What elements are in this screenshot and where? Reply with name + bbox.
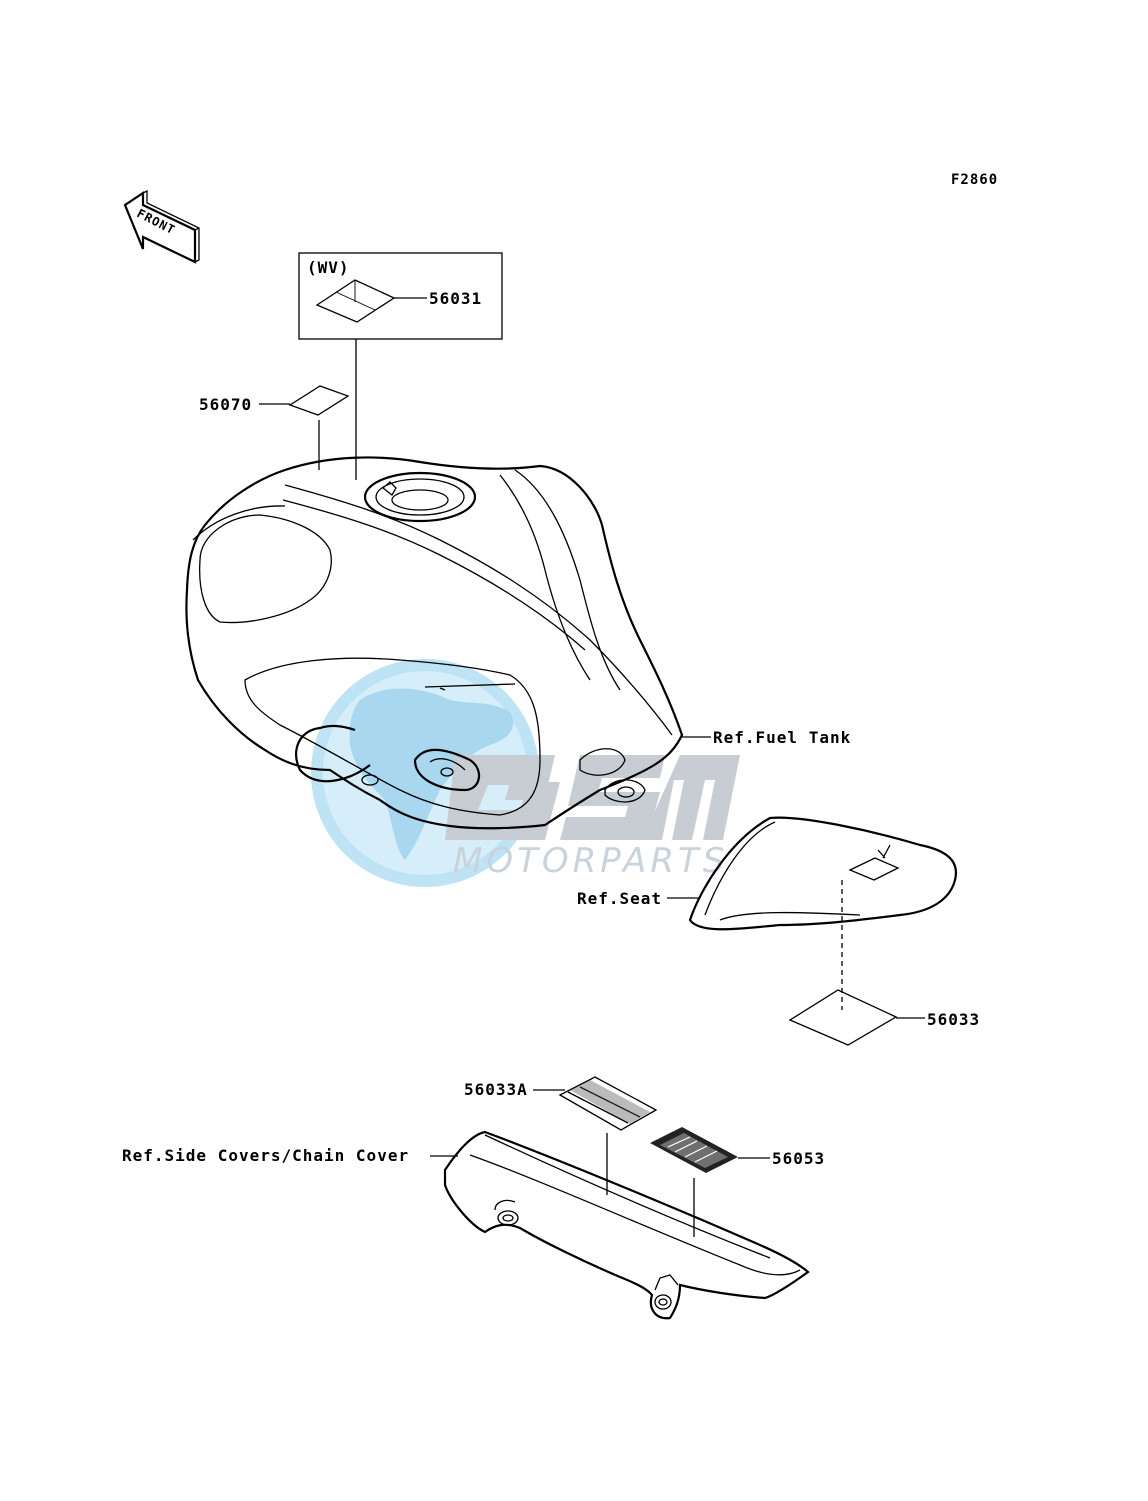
ref-seat: Ref.Seat xyxy=(577,889,662,908)
front-arrow-icon: FRONT xyxy=(123,189,200,264)
wv-box: (WV) 56031 xyxy=(298,252,503,340)
part-56070: 56070 xyxy=(199,395,252,414)
part-56031: 56031 xyxy=(429,289,482,308)
part-56053: 56053 xyxy=(772,1149,825,1168)
watermark-text: MOTORPARTS xyxy=(453,841,728,881)
fuel-tank xyxy=(185,456,711,830)
watermark-continents xyxy=(349,688,514,860)
figure-code: F2860 xyxy=(951,172,998,188)
label-56033A: 56033A xyxy=(464,1076,658,1195)
label-56053: 56053 xyxy=(650,1127,825,1237)
watermark: MOTORPARTS xyxy=(311,659,740,887)
part-56033A: 56033A xyxy=(464,1080,528,1099)
watermark-logo-letters xyxy=(445,755,740,840)
label-56070: 56070 xyxy=(199,385,350,470)
chain-cover xyxy=(430,1130,810,1320)
ref-side-covers: Ref.Side Covers/Chain Cover xyxy=(122,1146,409,1165)
part-56033: 56033 xyxy=(927,1010,980,1029)
ref-fuel-tank: Ref.Fuel Tank xyxy=(713,728,851,747)
label-56033: 56033 xyxy=(788,989,980,1046)
wv-box-label: (WV) xyxy=(307,258,350,277)
seat xyxy=(667,816,958,1010)
